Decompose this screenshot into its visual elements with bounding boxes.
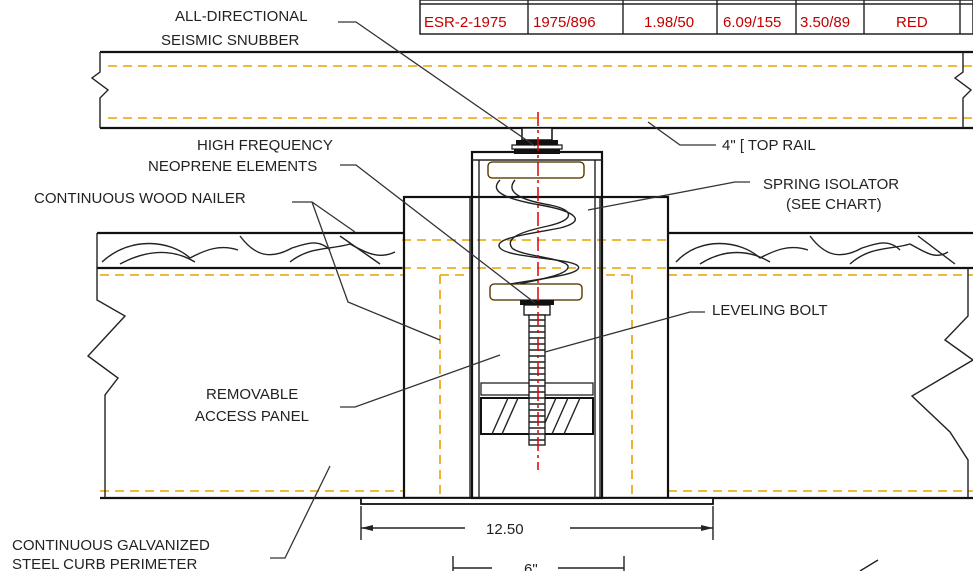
snubber-label-line1: ALL-DIRECTIONAL	[175, 8, 308, 25]
spring-chart-table: ESR-2-1975 1975/896 1.98/50 6.09/155 3.5…	[419, 0, 973, 35]
table-cell-capacity: 1975/896	[533, 14, 596, 31]
callout-wood-nailer: CONTINUOUS WOOD NAILER	[34, 190, 441, 341]
callout-neoprene: HIGH FREQUENCY NEOPRENE ELEMENTS	[148, 137, 536, 304]
nailer-label: CONTINUOUS WOOD NAILER	[34, 190, 246, 207]
top-rail-label: 4" [ TOP RAIL	[722, 137, 816, 154]
seismic-snubber	[511, 127, 563, 154]
access-panel-label-line1: REMOVABLE	[206, 386, 298, 403]
spring-label-line2: (SEE CHART)	[786, 196, 882, 213]
table-cell-color: RED	[896, 14, 928, 31]
access-panel-label-line2: ACCESS PANEL	[195, 408, 309, 425]
dimension-inner: 6"	[452, 556, 625, 571]
callout-leveling-bolt: LEVELING BOLT	[544, 302, 828, 353]
table-cell-height: 6.09/155	[723, 14, 781, 31]
curb-label-line1: CONTINUOUS GALVANIZED	[12, 537, 210, 554]
wood-nailer-grain	[101, 235, 956, 265]
leveling-bolt-label: LEVELING BOLT	[712, 302, 828, 319]
callout-spring: SPRING ISOLATOR (SEE CHART)	[587, 176, 899, 213]
steel-curb	[86, 231, 973, 500]
neoprene-label-line1: HIGH FREQUENCY	[197, 137, 333, 154]
spring-label-line1: SPRING ISOLATOR	[763, 176, 899, 193]
leveling-bolt	[520, 300, 554, 446]
table-cell-width: 3.50/89	[800, 14, 850, 31]
curb-label-line2: STEEL CURB PERIMETER	[12, 556, 197, 571]
callout-snubber: ALL-DIRECTIONAL SEISMIC SNUBBER	[161, 8, 536, 147]
table-cell-model: ESR-2-1975	[424, 14, 507, 31]
neoprene-label-line2: NEOPRENE ELEMENTS	[148, 158, 317, 175]
callout-top-rail: 4" [ TOP RAIL	[647, 121, 816, 154]
dimension-inner-value: 6"	[524, 561, 538, 571]
partial-leader	[859, 559, 879, 571]
snubber-label-line2: SEISMIC SNUBBER	[161, 32, 300, 49]
top-rail	[90, 50, 973, 130]
callout-curb: CONTINUOUS GALVANIZED STEEL CURB PERIMET…	[12, 465, 331, 571]
dimension-overall-value: 12.50	[486, 521, 524, 538]
dimension-overall: 12.50	[360, 506, 714, 540]
table-cell-deflection: 1.98/50	[644, 14, 694, 31]
callout-access-panel: REMOVABLE ACCESS PANEL	[195, 354, 501, 425]
